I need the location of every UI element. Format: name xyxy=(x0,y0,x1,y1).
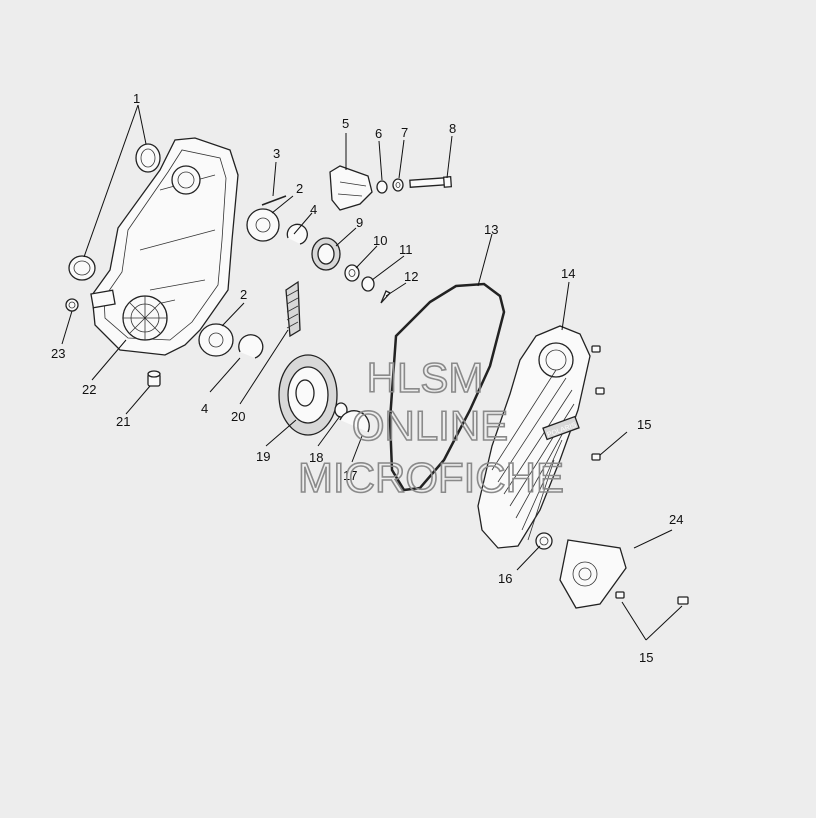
seal-lower xyxy=(68,255,96,281)
callout-13: 13 xyxy=(484,222,498,237)
callout-11: 11 xyxy=(399,242,413,257)
callout-4-lower: 4 xyxy=(201,401,208,416)
watermark: HLSM ONLINE MICROFICHE xyxy=(297,353,565,502)
callout-7: 7 xyxy=(401,125,408,140)
snap-ring-lower xyxy=(238,334,264,359)
tensioner-bolt xyxy=(409,176,453,188)
callouts: 1 2 2 3 4 4 5 6 7 8 9 10 11 12 13 14 15 … xyxy=(51,91,683,665)
chaincase-housing xyxy=(90,137,239,356)
drive-chain xyxy=(285,280,301,338)
callout-21: 21 xyxy=(116,414,130,429)
bearing-lower xyxy=(198,323,234,357)
callout-4-upper: 4 xyxy=(310,202,317,217)
snap-ring-upper xyxy=(286,223,308,245)
callout-9: 9 xyxy=(356,215,363,230)
chain-tensioner xyxy=(329,165,373,211)
guard-plate xyxy=(559,539,627,609)
nut xyxy=(65,298,79,312)
callout-17: 17 xyxy=(343,468,357,483)
seal-upper xyxy=(135,143,161,173)
tensioner-nut xyxy=(376,180,388,194)
callout-14: 14 xyxy=(561,266,575,281)
sprocket-washer xyxy=(344,264,360,282)
callout-3: 3 xyxy=(273,146,280,161)
retaining-ring xyxy=(339,410,370,433)
bearing-upper xyxy=(246,208,280,242)
cover-bolts xyxy=(591,345,689,605)
callout-16: 16 xyxy=(498,571,512,586)
callout-2-lower: 2 xyxy=(240,287,247,302)
watermark-line-3: MICROFICHE xyxy=(298,454,564,501)
upper-sprocket xyxy=(311,237,341,271)
callout-20: 20 xyxy=(231,409,245,424)
callout-5: 5 xyxy=(342,116,349,131)
leader-lines xyxy=(61,104,683,641)
cotter-pin xyxy=(380,290,392,304)
watermark-line-1: HLSM xyxy=(367,354,484,401)
cover-seal xyxy=(535,532,553,550)
callout-22: 22 xyxy=(82,382,96,397)
watermark-line-2: ONLINE xyxy=(352,402,508,449)
callout-6: 6 xyxy=(375,126,382,141)
callout-2-upper: 2 xyxy=(296,181,303,196)
chaincase-cover: POLARIS xyxy=(477,325,591,549)
callout-1: 1 xyxy=(133,91,140,106)
callout-8: 8 xyxy=(449,121,456,136)
tensioner-washer xyxy=(392,178,404,192)
drain-plug xyxy=(147,370,161,387)
callout-15-upper: 15 xyxy=(637,417,651,432)
cover-gasket xyxy=(388,282,506,492)
lower-sprocket xyxy=(278,354,338,436)
pin xyxy=(261,195,287,206)
callout-12: 12 xyxy=(404,269,418,284)
callout-19: 19 xyxy=(256,449,270,464)
sprocket-nut xyxy=(361,276,375,292)
callout-18: 18 xyxy=(309,450,323,465)
callout-15-lower: 15 xyxy=(639,650,653,665)
callout-23: 23 xyxy=(51,346,65,361)
callout-24: 24 xyxy=(669,512,683,527)
callout-10: 10 xyxy=(373,233,387,248)
